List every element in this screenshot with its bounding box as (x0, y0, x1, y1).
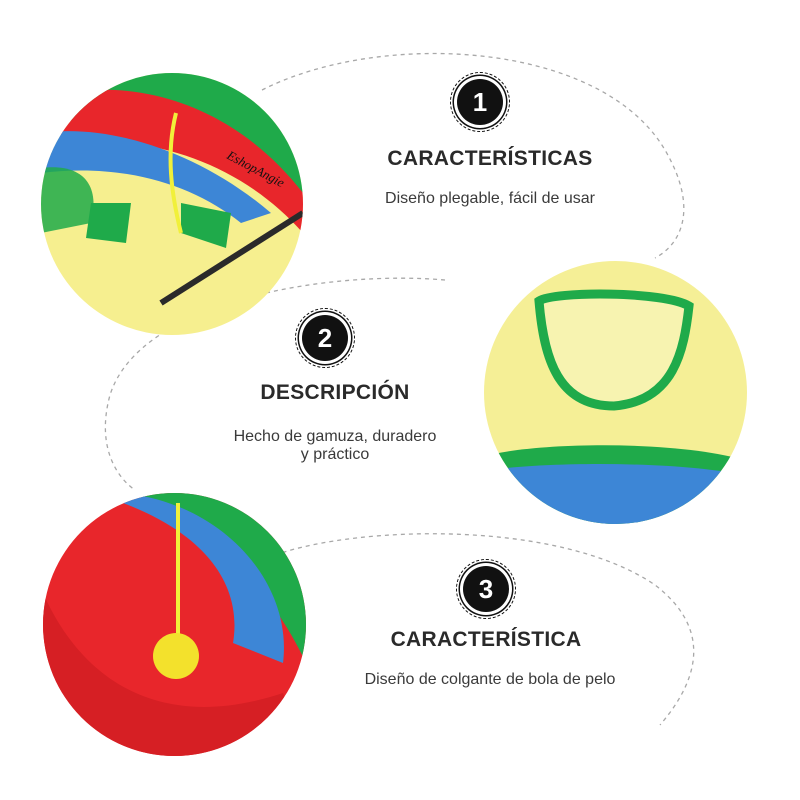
section-1-title: CARACTERÍSTICAS (387, 147, 593, 170)
product-photo-tunnel-opening: EshopAngie (41, 73, 303, 335)
section-3-description: Diseño de colgante de bola de pelo (320, 671, 660, 689)
step-1-badge: 1 (450, 72, 510, 132)
product-photo-hanging-ball (43, 493, 306, 756)
step-3-badge: 3 (456, 559, 516, 619)
section-1-description-line: Diseño plegable, fácil de usar (385, 190, 595, 207)
section-3-description-line: Diseño de colgante de bola de pelo (364, 671, 616, 688)
step-2-badge: 2 (295, 308, 355, 368)
section-2-description-line: y práctico (300, 446, 370, 463)
section-2-title: DESCRIPCIÓN (260, 381, 410, 404)
section-1-description: Diseño plegable, fácil de usar (330, 190, 650, 208)
product-photo-side-hole (484, 261, 747, 524)
section-3-title: CARACTERÍSTICA (390, 628, 582, 651)
section-2-description: Hecho de gamuza, duradero y práctico (180, 428, 490, 464)
section-2-description-line: Hecho de gamuza, duradero (233, 428, 437, 445)
